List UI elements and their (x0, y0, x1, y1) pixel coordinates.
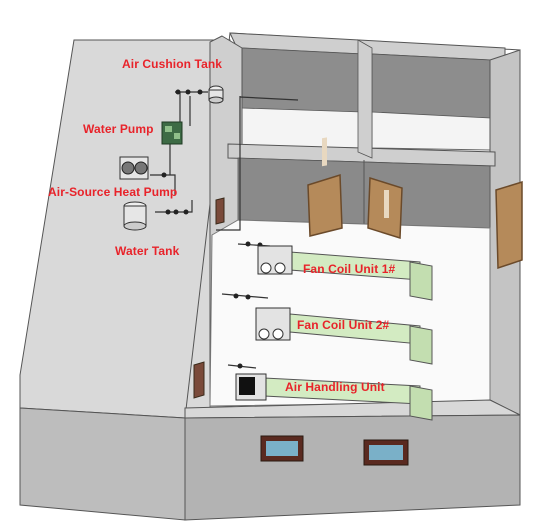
label-air-handling-unit: Air Handling Unit (285, 380, 385, 394)
label-air-cushion-tank: Air Cushion Tank (122, 57, 223, 71)
door-left (307, 137, 343, 237)
fan-coil-unit-1 (257, 245, 433, 301)
door-side (495, 180, 523, 270)
label-air-source-heat-pump: Air-Source Heat Pump (48, 185, 178, 199)
front-window-right (363, 439, 409, 466)
door-right (367, 176, 403, 240)
left-wall-window-2 (193, 361, 205, 399)
left-platform-front (19, 407, 186, 521)
label-fan-coil-unit-2: Fan Coil Unit 2# (297, 318, 390, 332)
label-fan-coil-unit-1: Fan Coil Unit 1# (303, 262, 396, 276)
left-wall-window-1 (215, 197, 225, 225)
air-handling-unit (235, 373, 433, 421)
front-wall-face (184, 414, 521, 521)
upper-left-room-wall (241, 47, 363, 113)
label-water-tank: Water Tank (115, 244, 180, 258)
air-source-heat-pump (119, 156, 149, 180)
left-platform-top (19, 39, 231, 419)
front-window-left (260, 435, 304, 462)
water-tank (123, 201, 147, 231)
upper-right-room-wall (371, 53, 491, 119)
piping (150, 91, 299, 369)
valves (161, 89, 263, 369)
water-pump (161, 121, 183, 145)
center-divider (357, 39, 373, 159)
label-water-pump: Water Pump (83, 122, 154, 136)
air-cushion-tank (208, 85, 224, 104)
partition-wall (227, 143, 496, 167)
fan-coil-unit-2 (255, 307, 433, 365)
